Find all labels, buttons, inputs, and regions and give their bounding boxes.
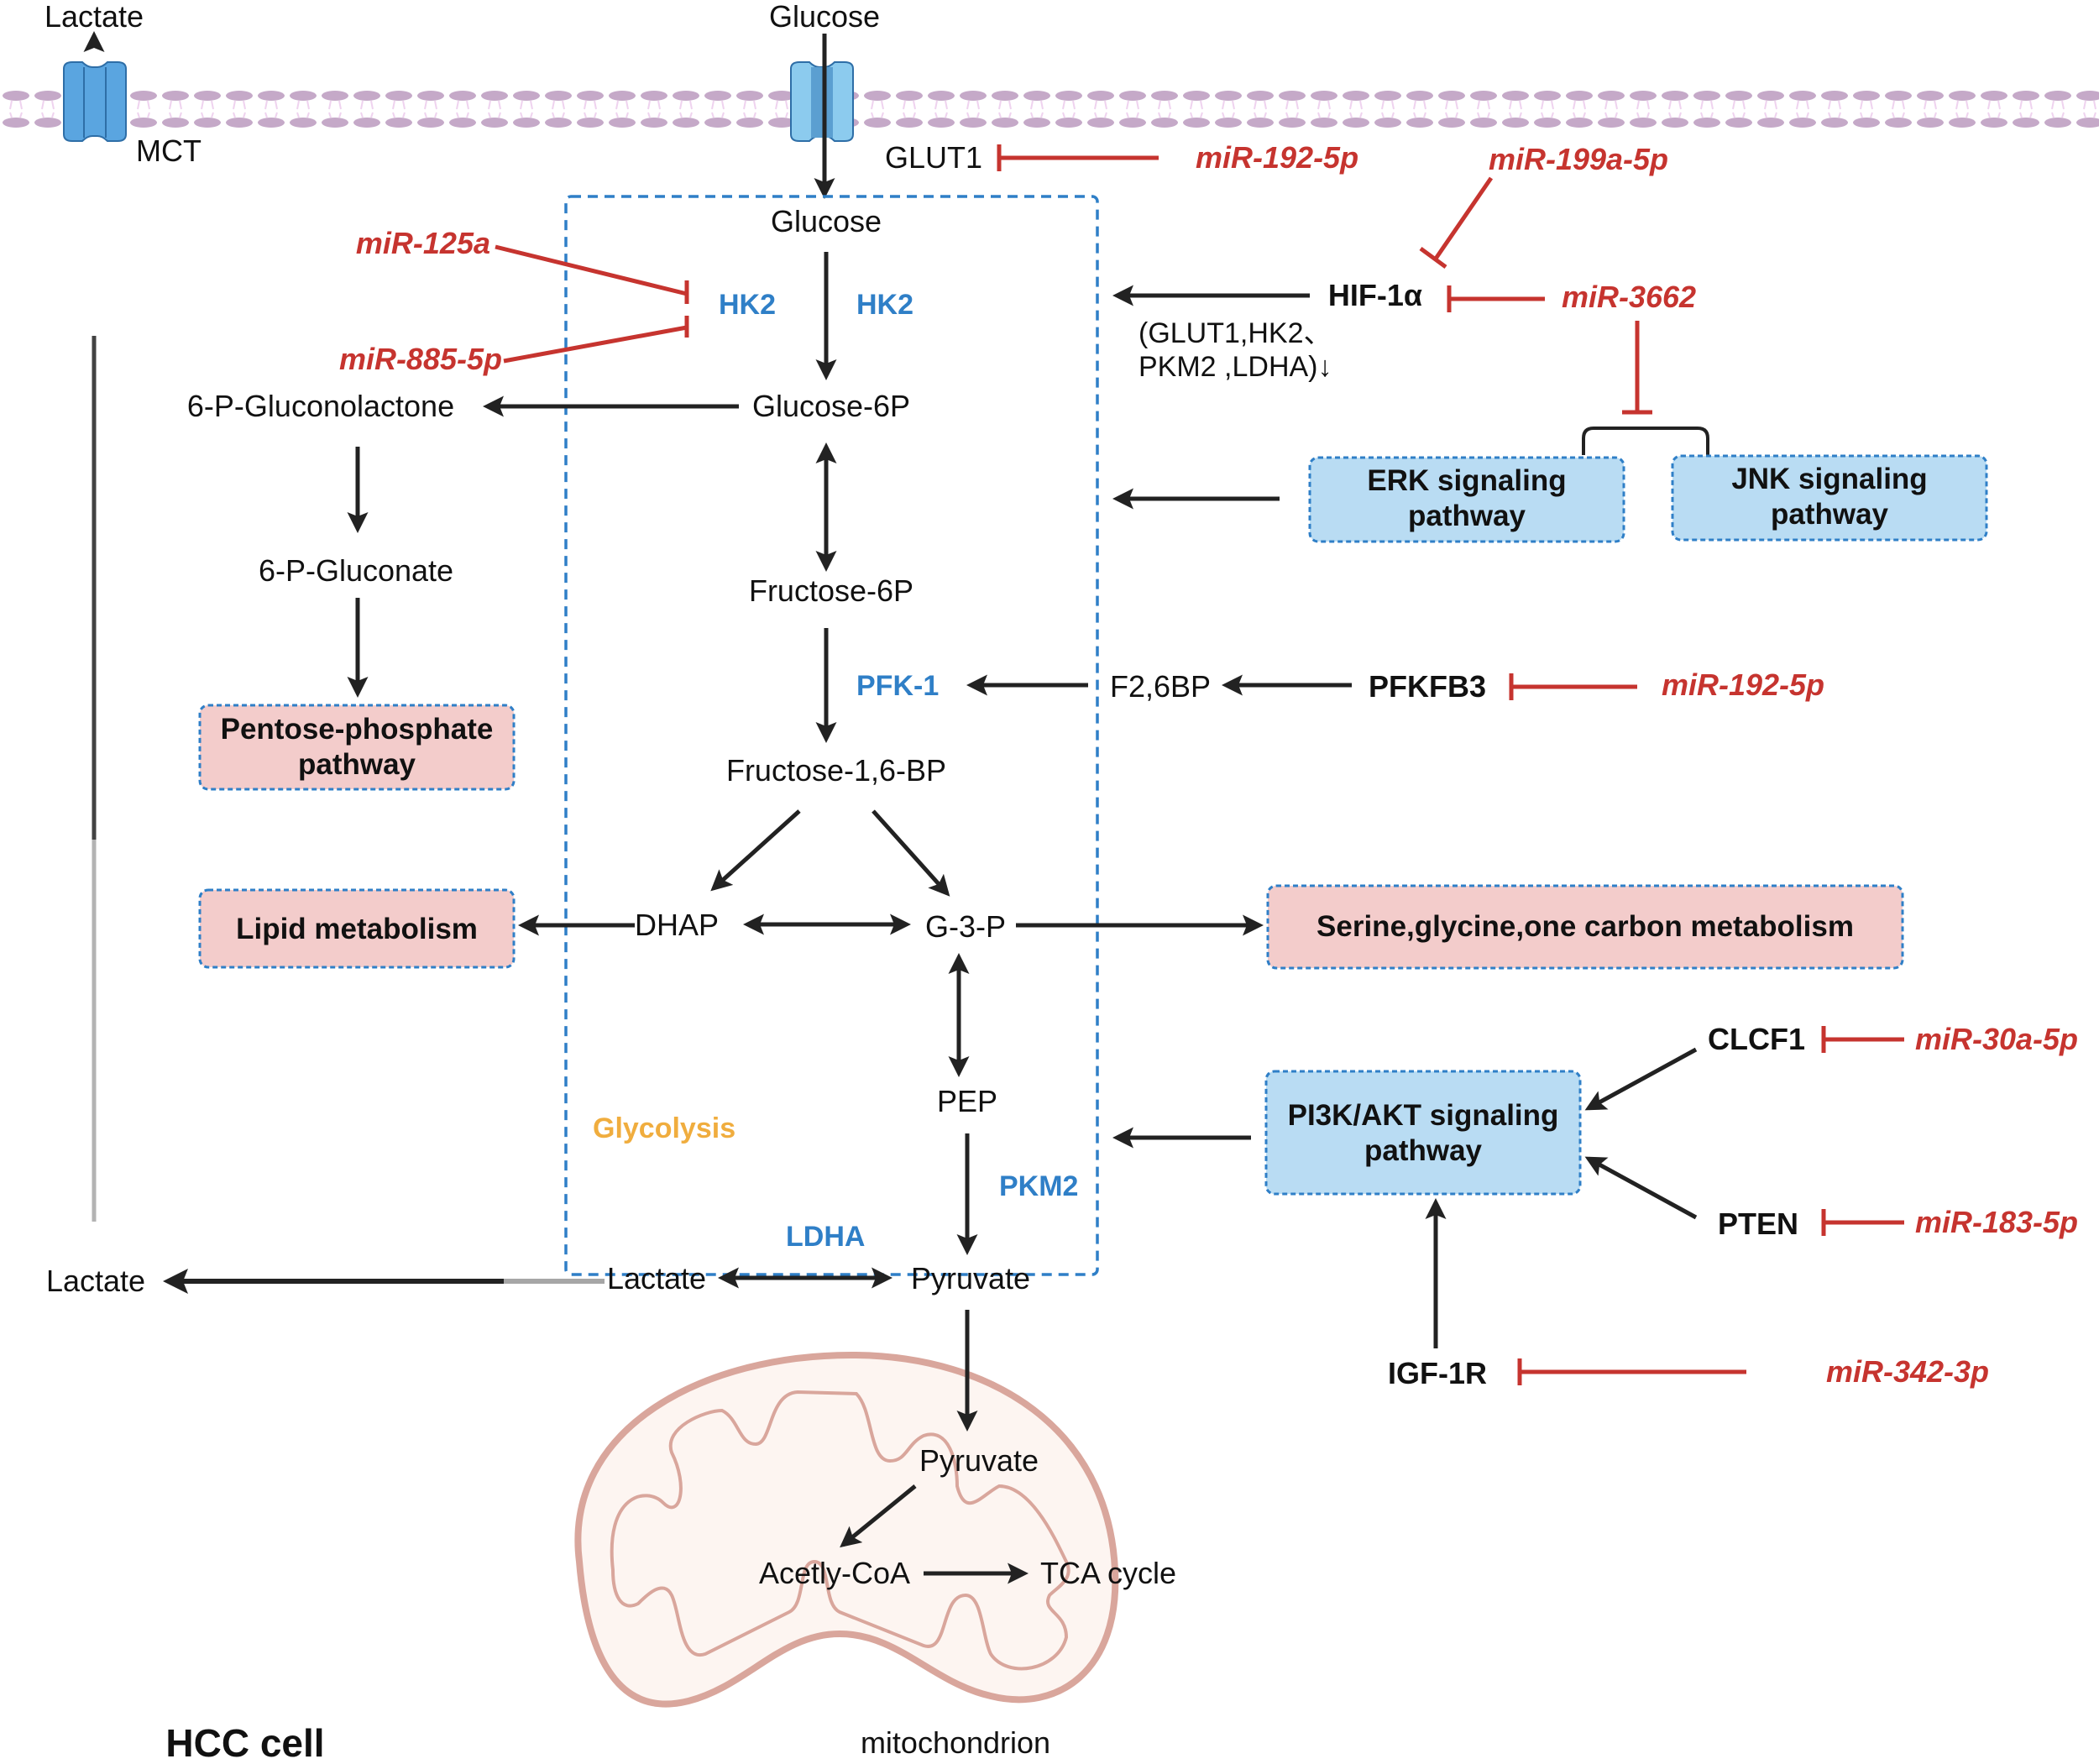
svg-text:pathway: pathway [298,748,416,781]
pyruvate: Pyruvate [911,1261,1030,1296]
mir-192-5p-pfkfb3: miR-192-5p [1662,667,1824,702]
pfk1-enzyme: PFK-1 [856,670,939,702]
pentose-phosphate-pathway-box: Pentose-phosphate pathway [198,704,516,791]
glycolysis-label: Glycolysis [593,1112,735,1144]
svg-text:Pentose-phosphate: Pentose-phosphate [221,713,494,746]
glucose-extracellular-label: Glucose [769,0,880,34]
mir-199a-inhibition [1433,176,1494,260]
f16bp-to-dhap-arrow [710,809,801,892]
mir-885-5p: miR-885-5p [339,342,502,376]
gluconate: 6-P-Gluconate [259,553,453,588]
mir-183-5p: miR-183-5p [1915,1205,2078,1239]
mir-3662: miR-3662 [1562,280,1696,314]
mir-125a-inhibition [495,244,688,296]
hif1a-targets-line2: PKM2 ,LDHA)↓ [1138,351,1332,383]
mir-342-3p: miR-342-3p [1826,1354,1989,1389]
glut1-transporter-icon [790,61,854,142]
clcf1: CLCF1 [1708,1022,1805,1056]
svg-text:pathway: pathway [1408,500,1526,532]
serine-glycine-box: Serine,glycine,one carbon metabolism [1266,884,1904,970]
acetyl-coa: Acetly-CoA [759,1556,910,1590]
pten-to-pi3k-arrow [1584,1156,1698,1220]
pkm2-enzyme: PKM2 [999,1170,1078,1202]
igf1r: IGF-1R [1388,1356,1487,1390]
pep: PEP [937,1084,997,1118]
hif1a: HIF-1α [1328,278,1422,312]
svg-text:ERK signaling: ERK signaling [1367,464,1566,497]
pten: PTEN [1718,1207,1798,1241]
mir-192-5p-glut1: miR-192-5p [1196,140,1358,175]
svg-text:Lipid metabolism: Lipid metabolism [236,913,478,945]
mitochondrion-label: mitochondrion [861,1725,1050,1760]
hk2-enzyme-right: HK2 [856,289,913,321]
cell-membrane [0,91,2099,128]
tca-cycle: TCA cycle [1040,1556,1176,1590]
erk-pathway-box: ERK signaling pathway [1308,456,1625,543]
pyruvate-to-acetylcoa-arrow [840,1484,917,1548]
pfkfb3: PFKFB3 [1369,669,1486,704]
mir-885-inhibition [503,325,688,364]
erk-jnk-bracket [1582,427,1709,455]
lactate-extracellular-label: Lactate [44,0,144,34]
fructose-16bp: Fructose-1,6-BP [726,753,946,788]
lactate-intracellular: Lactate [607,1261,706,1296]
mct-label: MCT [136,133,202,168]
svg-text:Serine,glycine,one carbon meta: Serine,glycine,one carbon metabolism [1316,910,1854,943]
pi3k-akt-pathway-box: PI3K/AKT signaling pathway [1264,1070,1582,1196]
svg-text:PI3K/AKT signaling: PI3K/AKT signaling [1288,1099,1559,1132]
f26bp: F2,6BP [1110,669,1211,704]
hcc-cell-label: HCC cell [165,1721,324,1764]
fructose-6p: Fructose-6P [749,573,913,608]
dhap: DHAP [635,908,719,942]
lactate-cytosol: Lactate [46,1264,145,1298]
f16bp-to-g3p-arrow [872,809,950,897]
glucose-6p: Glucose-6P [752,389,910,423]
mir-125a: miR-125a [356,226,490,260]
glut1-label: GLUT1 [885,140,982,175]
mir-199a-5p: miR-199a-5p [1489,142,1668,176]
g3p: G-3-P [925,909,1006,944]
gluconolactone: 6-P-Gluconolactone [187,389,454,423]
mito-pyruvate: Pyruvate [919,1443,1039,1478]
svg-text:pathway: pathway [1771,498,1889,531]
glucose-intracellular: Glucose [771,204,882,238]
mitochondrion-icon [574,1351,1119,1708]
hif1a-targets-line1: (GLUT1,HK2、 [1138,317,1332,349]
lipid-metabolism-box: Lipid metabolism [198,888,516,969]
jnk-pathway-box: JNK signaling pathway [1671,454,1988,542]
hk2-enzyme-left: HK2 [719,289,776,321]
clcf1-to-pi3k-arrow [1584,1047,1698,1111]
ldha-enzyme: LDHA [786,1221,865,1253]
mir-30a-5p: miR-30a-5p [1915,1022,2078,1056]
svg-text:pathway: pathway [1364,1134,1483,1167]
svg-text:JNK signaling: JNK signaling [1731,463,1927,495]
